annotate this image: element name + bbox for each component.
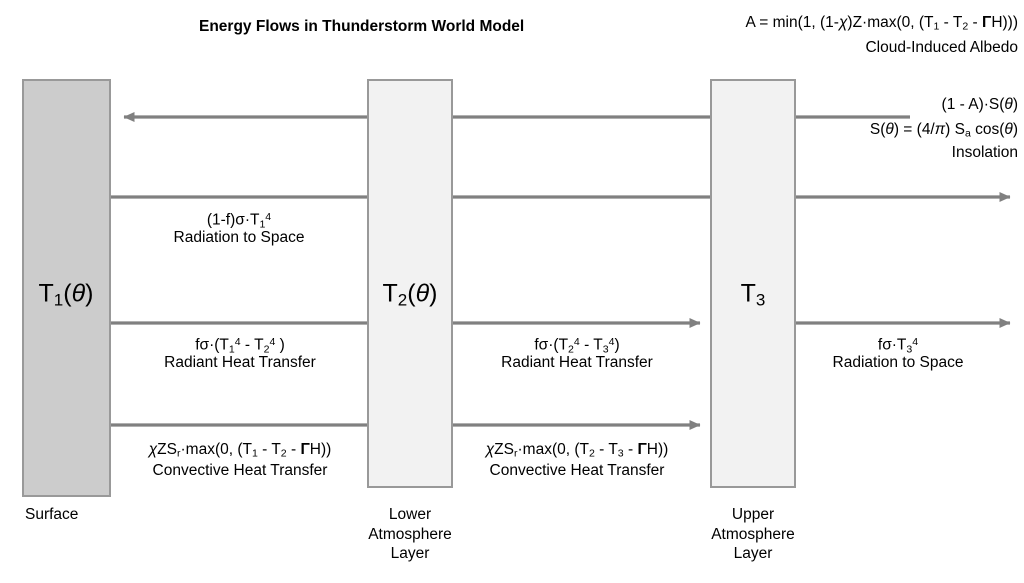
convective-transfer-1-formula: χZSr·max(0, (T1 - T2 - ΓH)) [148, 441, 332, 460]
albedo-caption: Cloud-Induced Albedo [865, 39, 1018, 56]
convective-transfer-1-caption: Convective Heat Transfer [152, 462, 328, 479]
box-label-surface: T1(θ) [38, 279, 94, 310]
box-label-lower-layer: T2(θ) [382, 279, 438, 310]
surface-radiation-formula: (1-f)σ·T14 [206, 211, 272, 231]
insolation-formula: S(θ) = (4/π) Sa cos(θ) [869, 121, 1018, 140]
radiant-transfer-1-caption: Radiant Heat Transfer [164, 354, 316, 371]
box-upper-layer [710, 79, 796, 488]
convective-transfer-2-caption: Convective Heat Transfer [489, 462, 665, 479]
radiant-transfer-2-formula: fσ·(T24 - T34) [534, 336, 620, 356]
convective-transfer-2-formula: χZSr·max(0, (T2 - T3 - ΓH)) [485, 441, 669, 460]
page-title: Energy Flows in Thunderstorm World Model [199, 18, 525, 35]
top-radiation-formula: fσ·T34 [877, 336, 919, 356]
top-radiation-caption: Radiation to Space [832, 354, 964, 371]
surface-radiation-caption: Radiation to Space [173, 229, 305, 246]
box-label-upper-layer: T3 [740, 279, 766, 310]
insolation-caption: Insolation [951, 144, 1018, 161]
box-surface [22, 79, 111, 497]
radiant-transfer-1-formula: fσ·(T14 - T24 ) [195, 336, 285, 356]
insolation-flux-label: (1 - A)·S(θ) [941, 96, 1018, 113]
radiant-transfer-2-caption: Radiant Heat Transfer [501, 354, 653, 371]
box-lower-layer [367, 79, 453, 488]
albedo-formula: A = min(1, (1-χ)Z·max(0, (T1 - T2 - ΓH))… [745, 14, 1018, 33]
flow-arrows [110, 112, 1011, 430]
caption-surface: Surface [25, 506, 79, 523]
